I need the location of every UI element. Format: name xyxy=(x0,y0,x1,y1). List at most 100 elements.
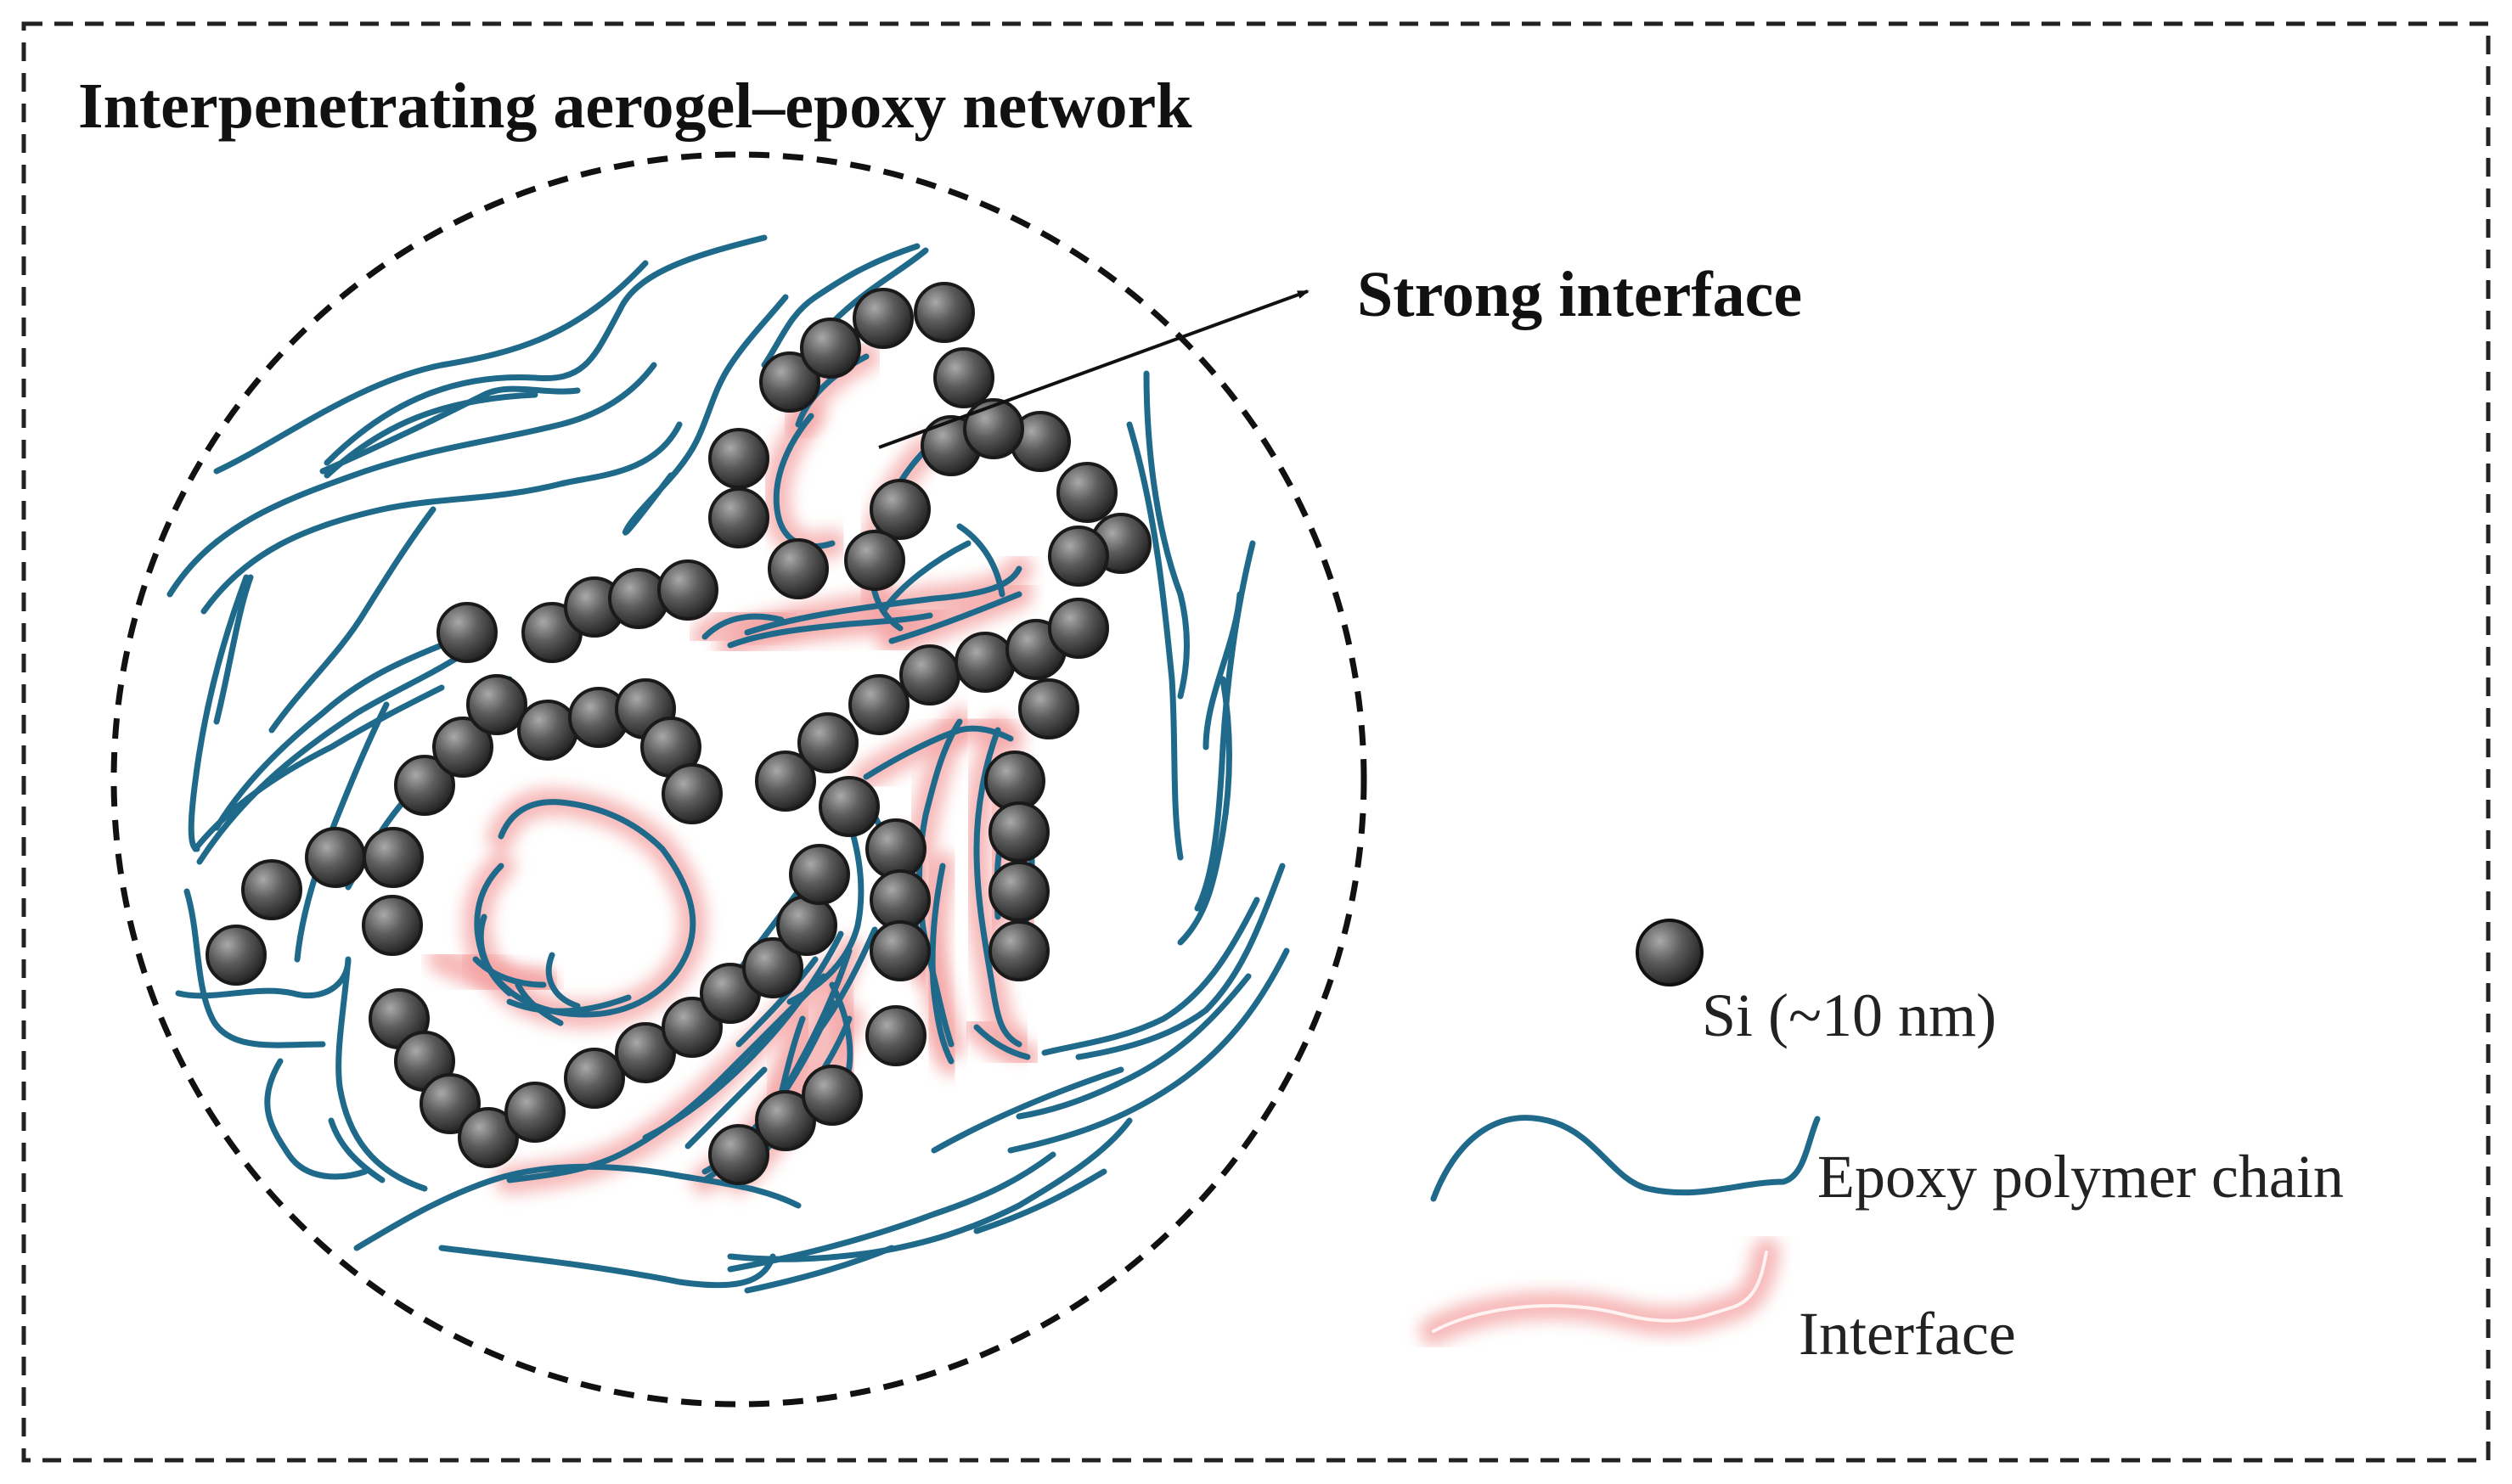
epoxy-chain xyxy=(929,863,955,1065)
silica-particle xyxy=(432,717,493,778)
silica-particle xyxy=(708,428,769,489)
epoxy-chain xyxy=(973,1024,1031,1060)
epoxy-chain xyxy=(1007,947,1290,1154)
silica-particle xyxy=(844,530,905,591)
silica-particle xyxy=(870,920,931,981)
silica-particle xyxy=(394,755,455,816)
silica-particle xyxy=(819,776,880,837)
epoxy-chain xyxy=(1075,863,1286,1060)
epoxy-chain xyxy=(888,591,1022,644)
silica-particle xyxy=(870,869,931,930)
silica-particle xyxy=(988,861,1050,922)
legend: Si (~10 nm) Epoxy polymer chain Interfac… xyxy=(1419,919,2344,1368)
silica-particle xyxy=(504,1082,566,1143)
callout-strong-interface: Strong interface xyxy=(1357,259,1802,330)
silica-particle xyxy=(662,997,723,1058)
epoxy-chain xyxy=(973,727,1022,1048)
epoxy-chain xyxy=(213,574,254,725)
epoxy-chain xyxy=(761,243,921,368)
silica-particle xyxy=(865,818,927,880)
silica-particle xyxy=(768,538,829,599)
epoxy-chain xyxy=(1016,973,1252,1120)
epoxy-chain xyxy=(642,930,844,1141)
silica-particle xyxy=(870,479,931,540)
epoxy-chain xyxy=(324,234,768,466)
silica-particle xyxy=(914,282,975,343)
epoxy-chain xyxy=(727,612,933,649)
silica-particle xyxy=(988,801,1050,863)
silica-particle xyxy=(797,712,859,773)
epoxy-chain xyxy=(829,247,929,326)
legend-interface-swatch xyxy=(1419,1238,1781,1346)
legend-particle-icon xyxy=(1636,919,1704,987)
legend-chain-swatch xyxy=(1430,1115,1821,1202)
epoxy-chain xyxy=(188,574,250,852)
silica-particle xyxy=(708,1124,769,1185)
silica-particle xyxy=(657,559,718,621)
silica-particle xyxy=(564,1048,625,1109)
epoxy-chain xyxy=(1202,591,1243,750)
legend-particle-label: Si (~10 nm) xyxy=(1702,981,1997,1049)
silica-particle xyxy=(363,827,424,888)
network-region-circle xyxy=(110,151,1367,1408)
epoxy-chain xyxy=(1177,676,1232,946)
silica-particle xyxy=(1048,526,1109,587)
epoxy-chain xyxy=(727,1151,1056,1273)
silica-particle xyxy=(988,920,1050,981)
epoxy-chain xyxy=(268,506,437,734)
callout-arrow xyxy=(878,289,1310,449)
silica-particle xyxy=(1018,678,1079,739)
silica-particle xyxy=(933,347,994,408)
epoxy-chain xyxy=(735,956,819,1048)
silica-particle xyxy=(1048,598,1109,659)
silica-particle xyxy=(420,1073,481,1134)
legend-chain-label: Epoxy polymer chain xyxy=(1817,1143,2344,1211)
epoxy-chain xyxy=(328,1117,386,1183)
epoxy-chain xyxy=(684,1066,768,1150)
epoxy-chain xyxy=(701,613,785,640)
silica-particle xyxy=(800,318,861,379)
silica-particle xyxy=(755,750,816,812)
epoxy-chain xyxy=(213,260,649,475)
silica-particle xyxy=(742,937,803,998)
epoxy-chain xyxy=(472,956,547,988)
epoxy-chain xyxy=(353,1163,802,1251)
epoxy-chain xyxy=(744,565,1022,636)
silica-particle xyxy=(437,602,498,663)
silica-particle xyxy=(984,750,1045,812)
epoxy-chain xyxy=(1041,897,1260,1056)
epoxy-chain xyxy=(622,294,789,536)
epoxy-chain xyxy=(438,1245,776,1289)
silica-particle xyxy=(865,1005,927,1066)
epoxy-chain xyxy=(545,952,581,1009)
silica-particle xyxy=(206,925,267,986)
epoxy-chain xyxy=(812,926,878,1039)
silica-particle xyxy=(802,1065,863,1126)
epoxy-chain xyxy=(1143,370,1190,700)
silica-particle xyxy=(955,632,1016,693)
silica-particle xyxy=(848,674,910,735)
epoxy-chain xyxy=(175,956,428,1192)
epoxy-chain xyxy=(477,913,513,997)
outer-dashed-frame xyxy=(21,21,2491,1463)
legend-interface-label: Interface xyxy=(1799,1300,2016,1368)
silica-particle xyxy=(789,844,850,905)
silica-particle xyxy=(458,1107,519,1168)
epoxy-chain xyxy=(727,1117,1133,1262)
epoxy-chain xyxy=(166,362,657,598)
diagram-title: Interpenetrating aerogel–epoxy network xyxy=(78,70,1192,142)
epoxy-chain xyxy=(973,1168,1107,1234)
silica-particle xyxy=(899,644,960,705)
silica-particle xyxy=(755,1090,816,1151)
epoxy-chain xyxy=(744,1245,895,1294)
epoxy-chain xyxy=(506,994,632,1015)
epoxy-chain xyxy=(264,1058,369,1180)
silica-particle xyxy=(1056,462,1118,523)
silica-particle xyxy=(517,700,578,761)
epoxy-chain xyxy=(213,642,445,831)
silica-particle xyxy=(305,827,366,888)
silica-particle xyxy=(662,763,723,824)
silica-particle xyxy=(853,288,914,349)
epoxy-chain xyxy=(196,642,479,865)
